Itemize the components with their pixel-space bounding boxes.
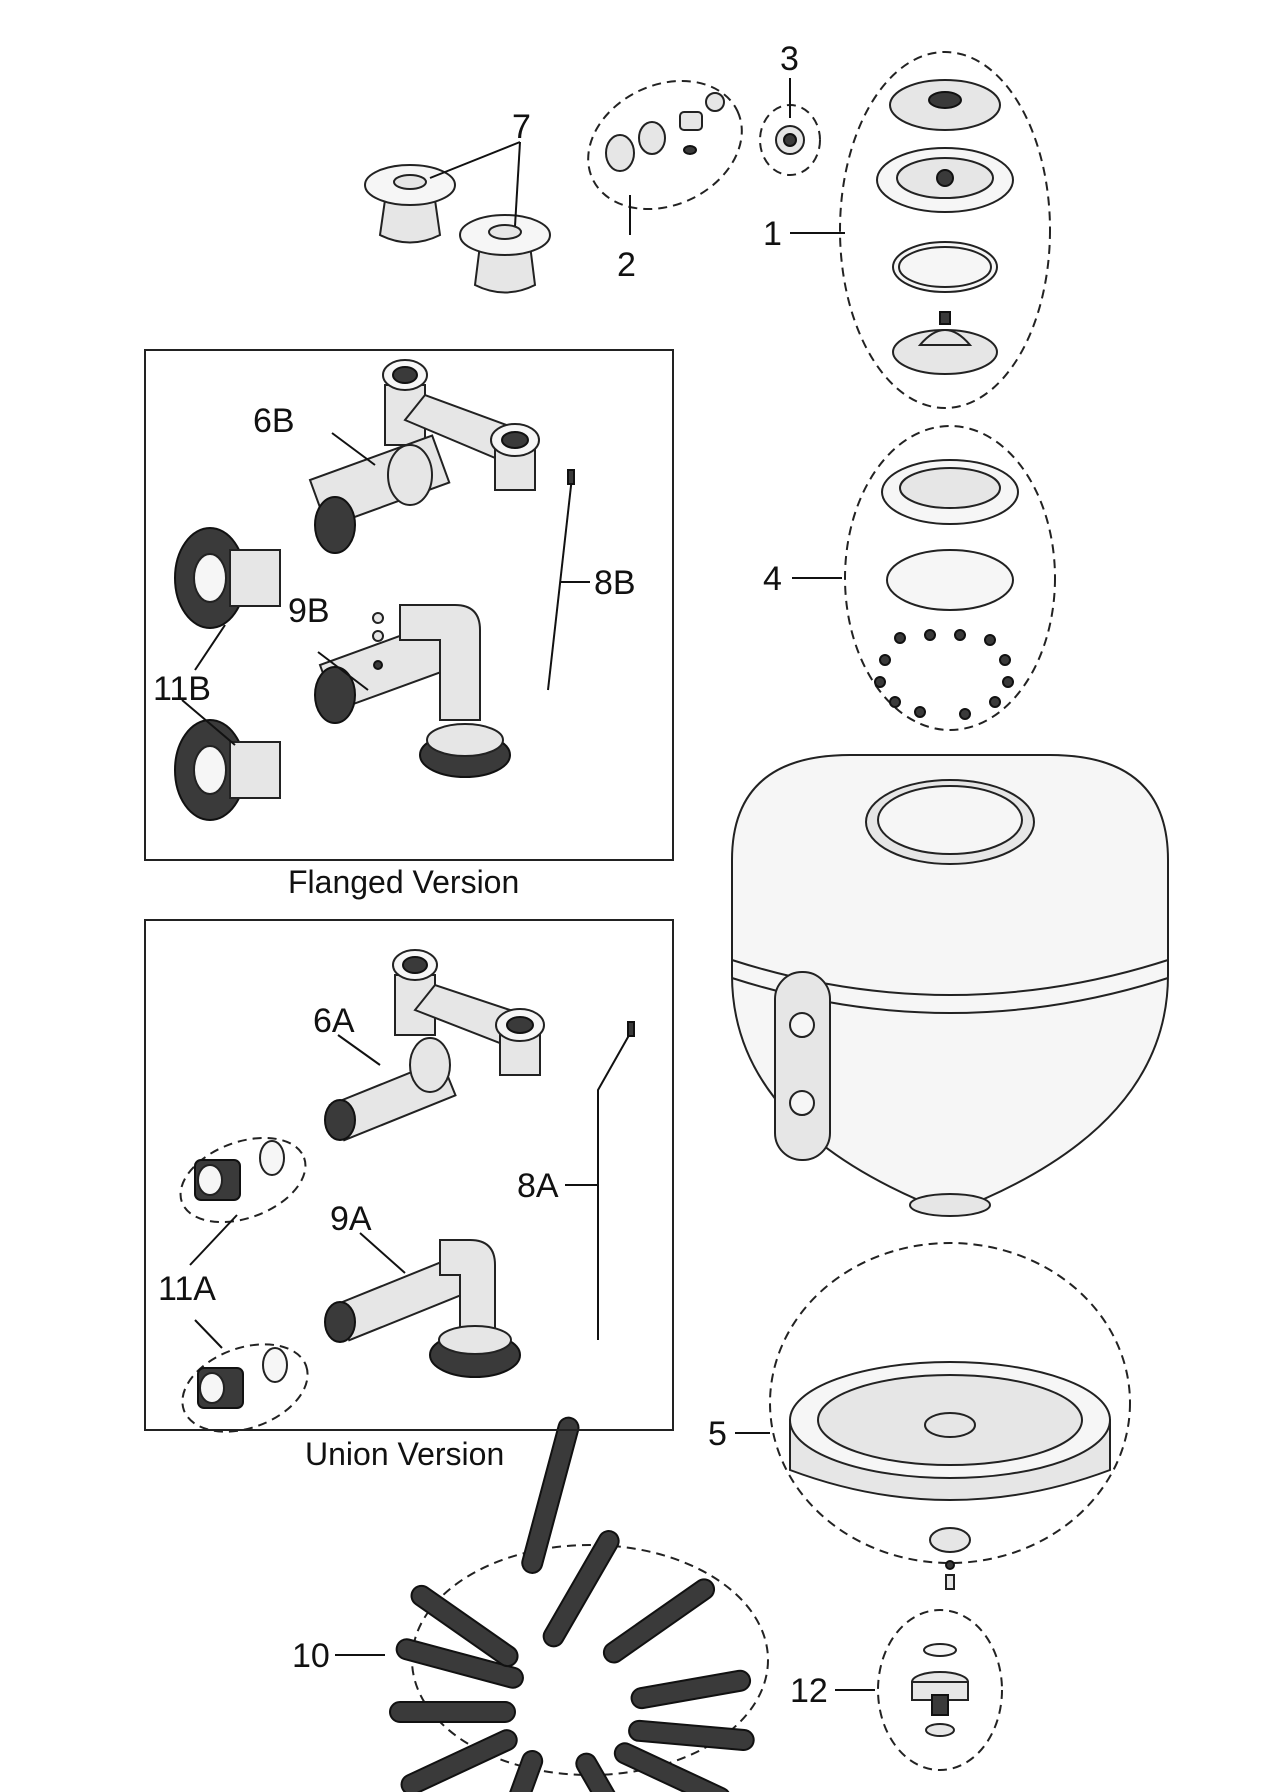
- callout-2-label: 2: [617, 246, 636, 284]
- filter-tank-body: [731, 754, 1169, 1217]
- callout-11a-label: 11A: [158, 1270, 216, 1308]
- callout-2: 2: [617, 195, 636, 284]
- callout-4: 4: [763, 560, 842, 598]
- part-12-drain-assembly: [877, 1609, 1003, 1771]
- part-5-tank-base: [769, 1242, 1131, 1590]
- part-9b-pipe-assembly: [314, 604, 511, 778]
- callout-5: 5: [708, 1415, 770, 1453]
- part-8b-drain-tube: [547, 469, 575, 691]
- part-9b-callout: 9B: [288, 592, 369, 691]
- part-11a-union-fittings: [179, 1136, 309, 1433]
- part-2-fittings-kit: [587, 79, 743, 211]
- flanged-version-caption: Flanged Version: [288, 864, 519, 900]
- callout-11b-label: 11B: [153, 670, 211, 708]
- screw-dots: [874, 629, 1014, 720]
- part-1-lid-assembly: [839, 51, 1051, 409]
- part-8a-drain-tube: [597, 1021, 635, 1340]
- callout-12: 12: [790, 1672, 875, 1710]
- part-6b-multiport-manifold: [308, 359, 540, 554]
- part-8a-callout: 8A: [517, 1167, 598, 1205]
- union-version-panel: 6A 8A 9A: [144, 919, 674, 1433]
- callout-1: 1: [763, 215, 845, 253]
- callout-3: 3: [780, 40, 799, 118]
- part-6b-callout: 6B: [253, 402, 376, 466]
- part-4-neck-ring-set: [844, 425, 1056, 731]
- callout-8b-label: 8B: [594, 564, 636, 602]
- callout-8a-label: 8A: [517, 1167, 559, 1205]
- part-9a-callout: 9A: [330, 1200, 406, 1274]
- part-11b-flange-fittings: [174, 527, 281, 821]
- flanged-version-panel: 6B 8B 9B: [144, 349, 674, 861]
- union-version-caption: Union Version: [305, 1436, 504, 1472]
- part-9a-pipe-assembly: [324, 1239, 521, 1378]
- part-11b-callout: 11B: [153, 624, 236, 746]
- callout-6a-label: 6A: [313, 1002, 355, 1040]
- callout-4-label: 4: [763, 560, 782, 598]
- callout-12-label: 12: [790, 1672, 828, 1710]
- part-3-pressure-gauge: [759, 104, 821, 176]
- part-8b-callout: 8B: [560, 564, 636, 602]
- callout-5-label: 5: [708, 1415, 727, 1453]
- part-11a-callout: 11A: [158, 1214, 238, 1349]
- callout-9b-label: 9B: [288, 592, 330, 630]
- callout-10-label: 10: [292, 1637, 330, 1675]
- callout-9a-label: 9A: [330, 1200, 372, 1238]
- callout-10: 10: [292, 1637, 385, 1675]
- part-6a-multiport-manifold: [324, 949, 545, 1142]
- callout-1-label: 1: [763, 215, 782, 253]
- callout-6b-label: 6B: [253, 402, 295, 440]
- callout-3-label: 3: [780, 40, 799, 78]
- part-7-strainer-caps: [364, 164, 551, 294]
- callout-7-label: 7: [512, 108, 531, 146]
- part-6a-callout: 6A: [313, 1002, 381, 1066]
- callout-7: 7: [429, 108, 531, 227]
